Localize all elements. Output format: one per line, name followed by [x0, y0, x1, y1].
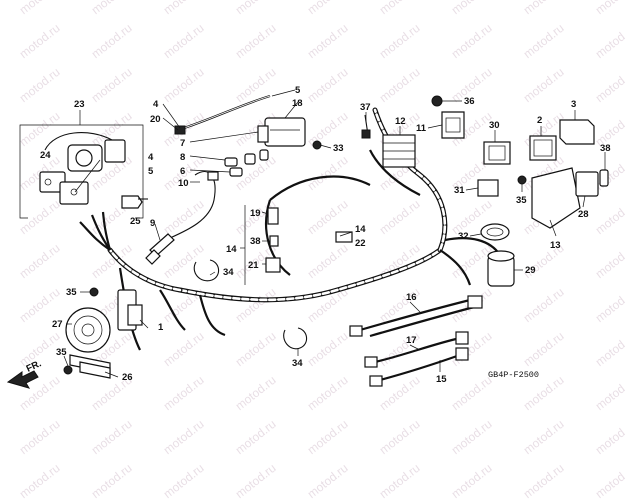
- connector-22: [335, 231, 353, 243]
- sensor-assembly: [265, 207, 281, 273]
- callout-27: 27: [52, 319, 63, 330]
- band-32: [480, 223, 510, 241]
- callout-36: 36: [464, 96, 475, 107]
- leader-lines: [63, 89, 606, 378]
- callout-5-mid: 5: [148, 166, 154, 177]
- relay-3: [559, 119, 595, 145]
- callout-14-left: 14: [226, 244, 237, 255]
- fuse-box: [483, 141, 511, 165]
- callout-28: 28: [578, 209, 589, 220]
- clip-38: [599, 169, 609, 187]
- callout-23: 23: [74, 99, 85, 110]
- callout-38-left: 38: [250, 236, 261, 247]
- direction-label: FR.: [25, 358, 44, 374]
- callout-22: 22: [355, 238, 366, 249]
- horn-bracket: [117, 289, 143, 331]
- bolt-35-left: [89, 287, 99, 297]
- bolt-35-right: [517, 175, 527, 185]
- diagram-code: GB4P-F2500: [488, 370, 539, 380]
- callout-15: 15: [436, 374, 447, 385]
- callout-2: 2: [537, 115, 542, 126]
- callout-13: 13: [550, 240, 561, 251]
- sub-harness-15: [369, 347, 469, 387]
- callout-35-right: 35: [516, 195, 527, 206]
- callout-30: 30: [489, 120, 500, 131]
- callout-10: 10: [178, 178, 189, 189]
- callout-3: 3: [571, 99, 576, 110]
- cdi-unit: [441, 111, 465, 139]
- callout-12: 12: [395, 116, 406, 127]
- bracket-13: [531, 167, 581, 229]
- ignition-coil: [257, 117, 306, 147]
- sub-harness-16: [349, 295, 483, 338]
- callout-4-top: 4: [153, 99, 159, 110]
- callout-14-right: 14: [355, 224, 366, 235]
- clamp-34-left: [193, 259, 220, 282]
- spark-plug-cap: [145, 171, 219, 265]
- bolt-36: [431, 95, 443, 107]
- callout-31: 31: [454, 185, 465, 196]
- callout-16: 16: [406, 292, 417, 303]
- connector-sleeves: [224, 149, 269, 177]
- front-direction-arrow: [6, 370, 39, 389]
- callout-1: 1: [158, 322, 164, 333]
- callout-8: 8: [180, 152, 185, 163]
- bolt-35-bottom: [63, 365, 73, 375]
- callout-20: 20: [150, 114, 161, 125]
- ignition-switch-group: [19, 110, 144, 219]
- callout-35-bottom: 35: [56, 347, 67, 358]
- callout-7: 7: [180, 138, 185, 149]
- callout-17: 17: [406, 335, 417, 346]
- cover-29: [487, 250, 515, 287]
- sub-harness-17: [364, 331, 469, 368]
- callout-34-bottom: 34: [292, 358, 303, 369]
- callout-21: 21: [248, 260, 259, 271]
- callout-4-mid: 4: [148, 152, 154, 163]
- high-tension-lead: [174, 94, 271, 135]
- callout-37: 37: [360, 102, 371, 113]
- relay-2: [529, 135, 557, 161]
- callout-32: 32: [458, 231, 469, 242]
- callout-38-right: 38: [600, 143, 611, 154]
- clamp-34-bottom: [283, 327, 308, 350]
- callout-33: 33: [333, 143, 344, 154]
- callout-35-left: 35: [66, 287, 77, 298]
- ignition-key: [121, 195, 148, 209]
- regulator-rectifier: [382, 134, 416, 168]
- callout-19: 19: [250, 208, 261, 219]
- callout-24: 24: [40, 150, 51, 161]
- screw-33: [312, 140, 322, 150]
- callout-6: 6: [180, 166, 185, 177]
- callout-9: 9: [150, 218, 155, 229]
- callout-5-top: 5: [295, 85, 301, 96]
- callout-18: 18: [292, 98, 303, 109]
- bracket-26: [79, 361, 111, 379]
- callout-numbers: 1 2 3 4 4 5 5 6 7 8 9 10 11 12 13 14 14 …: [40, 85, 611, 385]
- callout-26: 26: [122, 372, 133, 383]
- wiring-harness-diagram: 1 2 3 4 4 5 5 6 7 8 9 10 11 12 13 14 14 …: [6, 85, 611, 389]
- relay-28: [575, 171, 599, 197]
- callout-11: 11: [416, 123, 427, 134]
- callout-25: 25: [130, 216, 141, 227]
- connector-31: [477, 179, 499, 197]
- bolt-37: [361, 114, 371, 139]
- callout-29: 29: [525, 265, 536, 276]
- callout-34-left: 34: [223, 267, 234, 278]
